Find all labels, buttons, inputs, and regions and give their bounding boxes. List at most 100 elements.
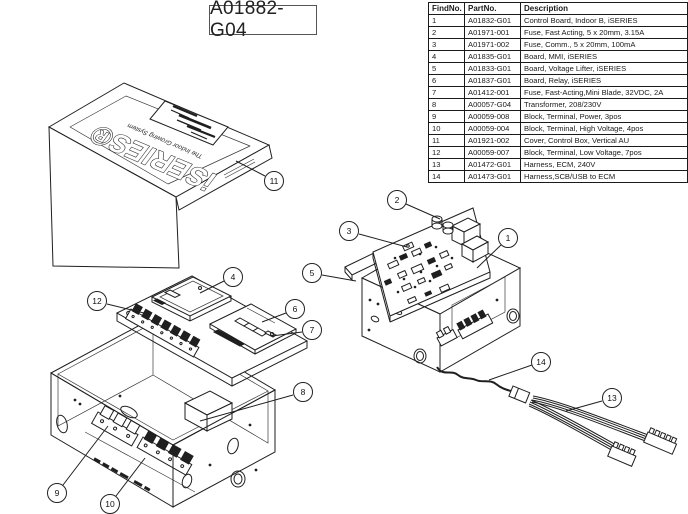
table-cell-part: A01472-G01 <box>464 158 521 171</box>
board-relay <box>208 303 298 355</box>
header-description: Description <box>520 2 688 15</box>
callout-5: 5 <box>302 263 322 283</box>
callout-10: 10 <box>100 494 120 514</box>
board-components <box>383 241 454 305</box>
table-cell-desc: Control Board, Indoor B, iSERIES <box>520 14 688 27</box>
table-cell-find: 14 <box>428 170 465 183</box>
interior-terminal-blocks <box>456 309 494 340</box>
table-cell-part: A01921-002 <box>464 134 521 147</box>
callout-14: 14 <box>531 352 551 372</box>
table-cell-desc: Block, Terminal, High Voltage, 4pos <box>520 122 688 135</box>
table-cell-desc: Cover, Control Box, Vertical AU <box>520 134 688 147</box>
table-cell-find: 12 <box>428 146 465 159</box>
front-panel-markings <box>93 457 151 492</box>
control-box-assembled-drawing <box>344 207 522 373</box>
table-cell-part: A01832-G01 <box>464 14 521 27</box>
callout-11: 11 <box>264 171 284 191</box>
table-cell-part: A00057-G04 <box>464 98 521 111</box>
cover-drawing: iSERIES® The Indoor Growing System <box>47 82 273 269</box>
table-cell-desc: Transformer, 208/230V <box>520 98 688 111</box>
table-cell-part: A00059-008 <box>464 110 521 123</box>
header-partno: PartNo. <box>464 2 521 15</box>
table-cell-part: A00059-004 <box>464 122 521 135</box>
table-cell-part: A01971-002 <box>464 38 521 51</box>
control-board <box>372 207 491 323</box>
table-cell-desc: Board, Relay, iSERIES <box>520 74 688 87</box>
table-cell-find: 9 <box>428 110 465 123</box>
callout-1: 1 <box>498 228 518 248</box>
table-cell-find: 2 <box>428 26 465 39</box>
callout-8: 8 <box>293 382 313 402</box>
table-cell-part: A01412-001 <box>464 86 521 99</box>
callout-2: 2 <box>387 190 407 210</box>
table-cell-find: 10 <box>428 122 465 135</box>
table-cell-desc: Board, Voltage Lifter, iSERIES <box>520 62 688 75</box>
header-findno: FindNo. <box>428 2 465 15</box>
parts-table-header-row: FindNo. PartNo. Description <box>428 2 688 15</box>
table-cell-part: A01971-001 <box>464 26 521 39</box>
table-cell-part: A01473-G01 <box>464 170 521 183</box>
harness-ribbon-a <box>531 395 652 443</box>
board-relay-blocks <box>450 217 490 263</box>
table-cell-desc: Harness,SCB/USB to ECM <box>520 170 688 183</box>
table-cell-desc: Board, MMI, iSERIES <box>520 50 688 63</box>
harness-connector-main <box>508 385 531 404</box>
table-cell-desc: Block, Terminal, Low Voltage, 7pos <box>520 146 688 159</box>
table-cell-desc: Fuse, Fast-Acting,Mini Blade, 32VDC, 2A <box>520 86 688 99</box>
callout-7: 7 <box>302 320 322 340</box>
table-cell-find: 3 <box>428 38 465 51</box>
harness-wire-ecm <box>436 366 515 393</box>
harness-connector-left <box>607 441 637 467</box>
table-cell-part: A01835-G01 <box>464 50 521 63</box>
table-cell-find: 4 <box>428 50 465 63</box>
fuse-comm <box>401 241 415 252</box>
table-cell-part: A01837-G01 <box>464 74 521 87</box>
callout-6: 6 <box>285 299 305 319</box>
table-cell-desc: Block, Terminal, Power, 3pos <box>520 110 688 123</box>
callout-12: 12 <box>87 291 107 311</box>
table-cell-desc: Fuse, Fast Acting, 5 x 20mm, 3.15A <box>520 26 688 39</box>
table-cell-find: 5 <box>428 62 465 75</box>
callout-13: 13 <box>602 388 622 408</box>
table-cell-find: 6 <box>428 74 465 87</box>
table-cell-part: A01833-G01 <box>464 62 521 75</box>
table-cell-part: A00059-007 <box>464 146 521 159</box>
table-cell-find: 7 <box>428 86 465 99</box>
table-cell-find: 11 <box>428 134 465 147</box>
harness-drawing <box>436 366 678 467</box>
harness-ribbon-b <box>528 399 619 453</box>
leader-lines <box>62 160 603 497</box>
fuse-fast-acting <box>431 215 454 235</box>
table-cell-find: 8 <box>428 98 465 111</box>
callout-3: 3 <box>339 221 359 241</box>
callout-4: 4 <box>223 267 243 287</box>
table-cell-find: 13 <box>428 158 465 171</box>
control-box-base-drawing <box>49 317 277 508</box>
table-cell-find: 1 <box>428 14 465 27</box>
chassis-plate-drawing <box>115 275 309 387</box>
callout-9: 9 <box>47 483 67 503</box>
drawing-number-box: A01882-G04 <box>209 0 317 41</box>
table-cell-desc: Fuse, Comm., 5 x 20mm, 100mA <box>520 38 688 51</box>
barcode-label <box>149 100 229 146</box>
board-mmi <box>150 276 233 322</box>
harness-connector-right <box>643 427 678 455</box>
